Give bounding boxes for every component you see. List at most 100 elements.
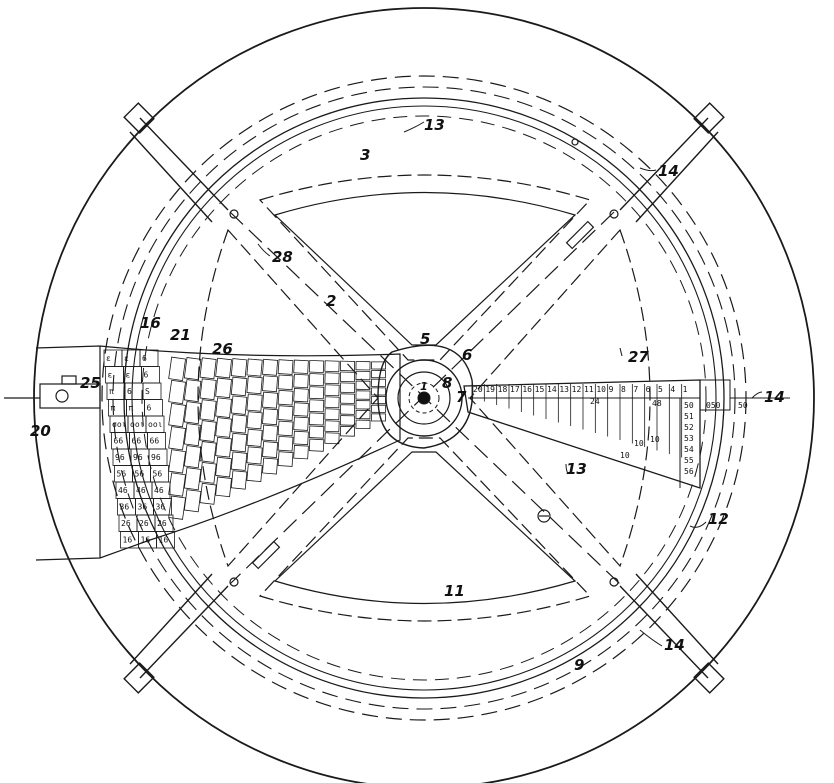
left-band-cell-text: 36 [138,503,148,512]
left-band-cell-text: 56 [117,470,127,479]
ref-28: 27 [628,348,649,366]
left-band-cell-text: ε [106,354,111,363]
ref-7: 7 [456,388,467,406]
left-band-cell-text: σοι [112,420,126,429]
left-band-cell-text: π [109,387,114,396]
left-band-cell-text: 26 [157,519,167,528]
left-band-cell-text: 6 [147,404,152,413]
fan-cell [277,435,294,452]
fan-cell [308,412,325,426]
edge-label: 050 [706,401,721,410]
left-band-cell-text: 46 [136,486,146,495]
right-scale-lower-label: 10 [650,435,660,444]
right-scale-number: 18 [498,385,508,394]
fan-cell [230,432,248,453]
fan-cell [293,373,309,389]
fan-cell [308,438,325,452]
left-band-cell-text: π [111,404,116,413]
fan-cell [262,358,279,376]
clamp-arms [129,117,719,679]
right-scale-number: 16 [522,385,532,394]
fan-cell [355,380,371,390]
fan-cell [293,402,309,417]
left-band-cell-text: 96 [115,453,125,462]
right-scale-number: 7 [633,385,638,394]
fan-cell [308,359,325,374]
fan-cell [199,420,217,442]
right-scale-lower-label: 10 [634,439,644,448]
fan-cell [324,384,340,397]
left-band-cell-text: 36 [120,503,130,512]
slots [251,220,595,570]
leader-lines [257,121,763,647]
fan-cell [293,430,309,446]
left-band-cell-text: 56 [135,470,145,479]
dashed-ring-3 [141,115,707,681]
left-band-cell-text: 96 [151,453,161,462]
fan-cell [199,461,217,484]
left-band-cell-text: 6 [127,387,132,396]
fan-cell [168,472,186,497]
fan-cell [183,423,202,447]
left-band-cell-text: 16 [159,536,169,545]
fan-cell [262,441,279,458]
fan-cell [199,482,217,505]
ref-13b: 14 [764,388,785,406]
left-band-cell-text: 46 [154,486,164,495]
fan-cell [168,379,186,405]
fan-cell [199,399,217,422]
left-band-cell-text: οοι [148,420,162,429]
fan-cell [355,390,371,400]
fan-cell [324,432,340,445]
fan-cell [277,389,294,406]
fan-cell [355,419,371,430]
ref-9: 9 [574,656,584,674]
fan-cell [246,428,263,447]
right-scale-number: 15 [535,385,545,394]
fan-cell [324,408,340,421]
solid-ring-inner [131,105,717,691]
fan-cell [168,356,186,381]
fan-cell [246,411,263,430]
ref-8: 8 [442,374,452,392]
right-scale-number: 12 [572,385,582,394]
fan-cell [324,396,340,409]
edge-label: 50 [738,401,748,410]
left-band-cell-text: ε [124,354,129,363]
fan-cell [230,395,248,415]
left-band-cell-text: 16 [123,536,133,545]
fan-cells [168,356,386,520]
fan-cell [293,388,309,403]
fan-cell [215,456,232,478]
right-scale-inner-label: 48 [652,399,662,408]
fan-cell [355,370,371,381]
left-band-cell-text: 16 [141,536,151,545]
right-column-label: 52 [684,423,694,432]
fan-cell [355,409,371,420]
fan-cell [246,463,263,483]
left-band-cell-text: 66 [114,437,124,446]
fan-cell [246,446,263,465]
fan-cell [168,402,186,428]
left-band-cell-text: 6 [144,371,149,380]
fan-cell [246,358,263,377]
right-scale-number: 20 [473,385,483,394]
hub-label: 1 [420,380,428,393]
fan-cell [168,426,186,451]
fan-cell [339,415,356,426]
ref-20: 20 [30,422,51,440]
ref-14b: 14 [664,636,685,654]
ref-12: 12 [708,510,729,528]
ref-2: 2 [326,292,336,310]
fan-cell [246,376,263,395]
ref-21: 21 [170,326,191,344]
right-scale-number: 17 [510,385,520,394]
fan-cell [230,451,248,471]
ref-27: 28 [272,248,293,266]
fan-cell [308,399,325,413]
left-band-cell-text: 26 [139,519,149,528]
right-scale-lower-label: 10 [620,451,630,460]
fan-cell [371,370,386,379]
clamp-feet [123,102,725,694]
